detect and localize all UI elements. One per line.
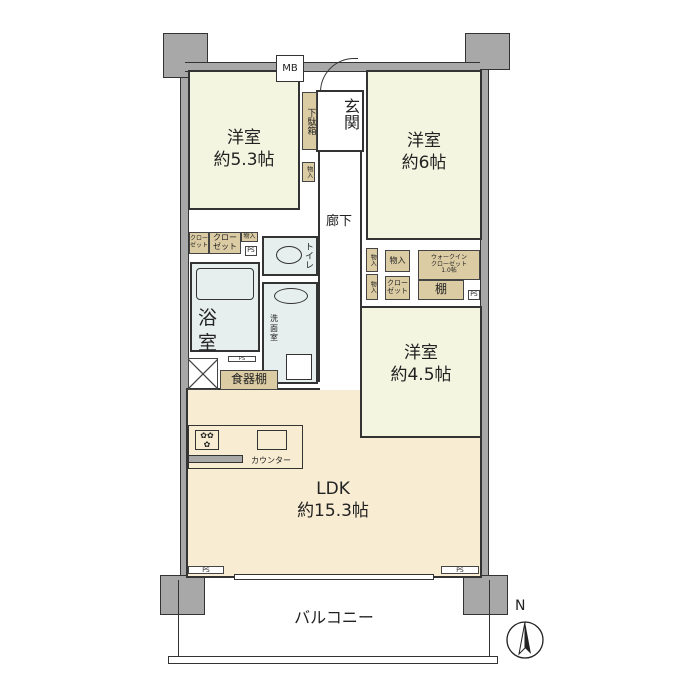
balcony-window[interactable] — [234, 574, 434, 580]
balcony-label: バルコニー — [294, 608, 374, 627]
mb-box: MB — [276, 55, 304, 82]
washroom-label: 洗面室 — [270, 314, 278, 343]
entrance-label: 玄関 — [341, 98, 360, 130]
entrance: 玄関 — [316, 90, 364, 152]
closet-1: クローゼット — [189, 232, 209, 254]
balcony: バルコニー — [178, 580, 490, 662]
room-name: 洋室 — [404, 343, 438, 363]
sink-icon — [274, 288, 308, 304]
bathtub-icon — [196, 268, 254, 300]
western-room-4-5: 洋室約4.5帖 — [360, 306, 482, 438]
closet-2: クローゼット — [209, 232, 241, 254]
kitchen-wall — [188, 455, 243, 463]
room-size: 約5.3帖 — [213, 150, 275, 171]
balcony-rail — [168, 656, 498, 664]
column-bottom-left — [160, 575, 205, 615]
storage-small: 物入 — [302, 162, 315, 182]
closet-right: クローゼット — [385, 276, 410, 300]
ps-2: PS — [468, 290, 480, 300]
ps-4: PS — [188, 566, 224, 574]
kitchen-sink-icon — [257, 430, 287, 450]
shelf: 棚 — [418, 280, 464, 300]
corridor-label: 廊下 — [326, 214, 353, 229]
stove-icon: ✿✿✿ — [195, 430, 219, 450]
mb-label: MB — [282, 63, 298, 74]
room-size: 約4.5帖 — [390, 365, 452, 386]
ps-5: PS — [441, 566, 479, 574]
room-size: 約15.3帖 — [297, 501, 369, 522]
room-name: LDK — [316, 479, 350, 499]
storage-left: 物入 — [241, 232, 258, 242]
western-room-5-3: 洋室約5.3帖 — [188, 70, 300, 210]
storage-corridor-1: 物入 — [366, 248, 378, 272]
washroom: 洗面室 — [262, 282, 318, 384]
corridor: 廊下 — [318, 152, 362, 382]
shoe-cabinet: 下駄箱 — [302, 92, 317, 150]
toilet-bowl-icon — [276, 246, 302, 264]
bath-label-2: 室 — [198, 331, 218, 354]
bath-label: 浴 — [198, 307, 218, 329]
compass-arrow-icon — [506, 621, 544, 659]
room-name: 洋室 — [227, 128, 261, 148]
cupboard: 食器棚 — [220, 370, 278, 390]
compass-north-label: N — [515, 598, 526, 614]
western-room-6: 洋室約6帖 — [366, 70, 482, 240]
column-bottom-right — [463, 575, 508, 615]
room-name: 洋室 — [407, 131, 441, 151]
toilet: トイレ — [262, 236, 318, 276]
ps-3: PS — [228, 356, 256, 362]
bathroom: 浴室 — [190, 262, 260, 354]
refrigerator-space — [188, 358, 218, 390]
room-size: 約6帖 — [401, 153, 447, 174]
toilet-label: トイレ — [303, 242, 313, 269]
counter-label: カウンター — [251, 456, 291, 465]
washing-machine-pan — [286, 354, 312, 380]
ldk-corridor-extension — [320, 355, 360, 390]
compass: N — [503, 598, 547, 662]
storage-right: 物入 — [385, 250, 410, 272]
storage-corridor-2: 物入 — [366, 274, 378, 300]
ps-1: PS — [245, 246, 257, 256]
